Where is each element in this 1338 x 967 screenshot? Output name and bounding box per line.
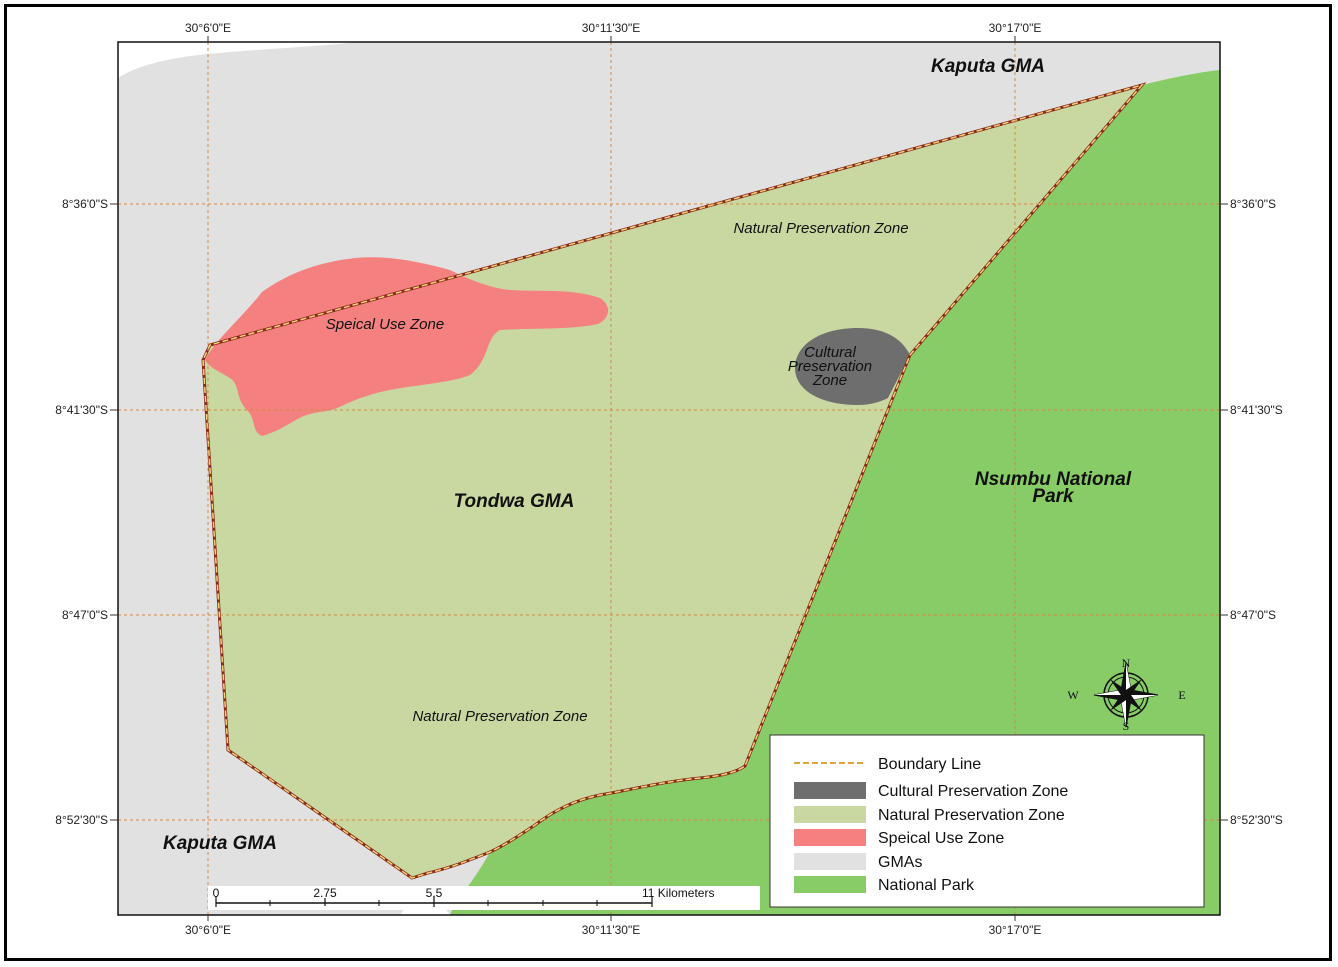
left-latitude-label: 8°41'30"S bbox=[55, 403, 108, 417]
right-latitude-label: 8°47'0"S bbox=[1230, 608, 1276, 622]
legend-swatch-gma bbox=[794, 853, 866, 870]
map-neatline bbox=[117, 41, 1221, 916]
scale-tick-1: 2.75 bbox=[313, 886, 337, 900]
compass-west: W bbox=[1067, 688, 1079, 702]
compass-south: S bbox=[1123, 719, 1130, 733]
special-use-zone-label: Speical Use Zone bbox=[326, 316, 444, 333]
boundary-line bbox=[202, 83, 1145, 879]
legend-label-special: Speical Use Zone bbox=[878, 830, 1004, 847]
legend-label-park: National Park bbox=[878, 877, 975, 894]
left-latitude-label: 8°36'0"S bbox=[62, 197, 108, 211]
scale-bar: 0 2.75 5.5 11 Kilometers bbox=[208, 886, 760, 910]
top-longitude-label: 30°11'30"E bbox=[582, 21, 641, 35]
scale-tick-0: 0 bbox=[213, 886, 220, 900]
cultural-zone-label-line3: Zone bbox=[812, 372, 847, 389]
legend-label-boundary: Boundary Line bbox=[878, 756, 981, 773]
scale-bar-background bbox=[208, 886, 760, 910]
cultural-zone-label-line2: Preservation bbox=[788, 358, 872, 375]
map-area: Kaputa GMA Kaputa GMA Tondwa GMA Nsumbu … bbox=[118, 42, 1220, 915]
legend-swatch-natural bbox=[794, 806, 866, 823]
no-data-area bbox=[118, 42, 360, 78]
scale-tick-3: 11 Kilometers bbox=[642, 886, 714, 900]
legend-label-gma: GMAs bbox=[878, 854, 922, 871]
kaputa-gma-top-label: Kaputa GMA bbox=[931, 56, 1045, 77]
left-latitude-label: 8°52'30"S bbox=[55, 813, 108, 827]
legend-label-cultural: Cultural Preservation Zone bbox=[878, 783, 1068, 800]
right-latitude-label: 8°52'30"S bbox=[1230, 813, 1283, 827]
legend-swatch-special bbox=[794, 829, 866, 846]
graticule-ticks bbox=[110, 36, 1228, 921]
scale-tick-2: 5.5 bbox=[426, 886, 443, 900]
compass-east: E bbox=[1178, 688, 1185, 702]
legend-swatch-park bbox=[794, 876, 866, 893]
map-frame bbox=[4, 4, 1332, 961]
nsumbu-label-line2: Park bbox=[1032, 486, 1075, 507]
nsumbu-label-line1: Nsumbu National bbox=[975, 469, 1132, 490]
legend-swatch-cultural bbox=[794, 782, 866, 799]
tondwa-gma-label: Tondwa GMA bbox=[454, 491, 575, 512]
top-longitude-label: 30°17'0"E bbox=[989, 21, 1042, 35]
right-latitude-label: 8°36'0"S bbox=[1230, 197, 1276, 211]
cultural-zone-label-line1: Cultural bbox=[804, 344, 856, 361]
top-longitude-label: 30°6'0"E bbox=[185, 21, 231, 35]
bottom-longitude-label: 30°17'0"E bbox=[989, 923, 1042, 937]
natural-zone-bottom-label: Natural Preservation Zone bbox=[412, 708, 587, 725]
kaputa-gma-bottom-label: Kaputa GMA bbox=[163, 833, 277, 854]
cultural-preservation-zone bbox=[795, 328, 910, 405]
right-latitude-label: 8°41'30"S bbox=[1230, 403, 1283, 417]
legend-label-natural: Natural Preservation Zone bbox=[878, 807, 1065, 824]
nsumbu-national-park bbox=[450, 70, 1220, 915]
left-latitude-label: 8°47'0"S bbox=[62, 608, 108, 622]
bottom-longitude-label: 30°11'30"E bbox=[582, 923, 641, 937]
compass-north: N bbox=[1122, 656, 1131, 670]
compass-rose-icon: N S E W bbox=[1067, 656, 1185, 733]
special-use-zone bbox=[205, 257, 609, 436]
bottom-longitude-label: 30°6'0"E bbox=[185, 923, 231, 937]
legend: Boundary Line Cultural Preservation Zone… bbox=[769, 734, 1205, 908]
natural-zone-top-label: Natural Preservation Zone bbox=[733, 220, 908, 237]
